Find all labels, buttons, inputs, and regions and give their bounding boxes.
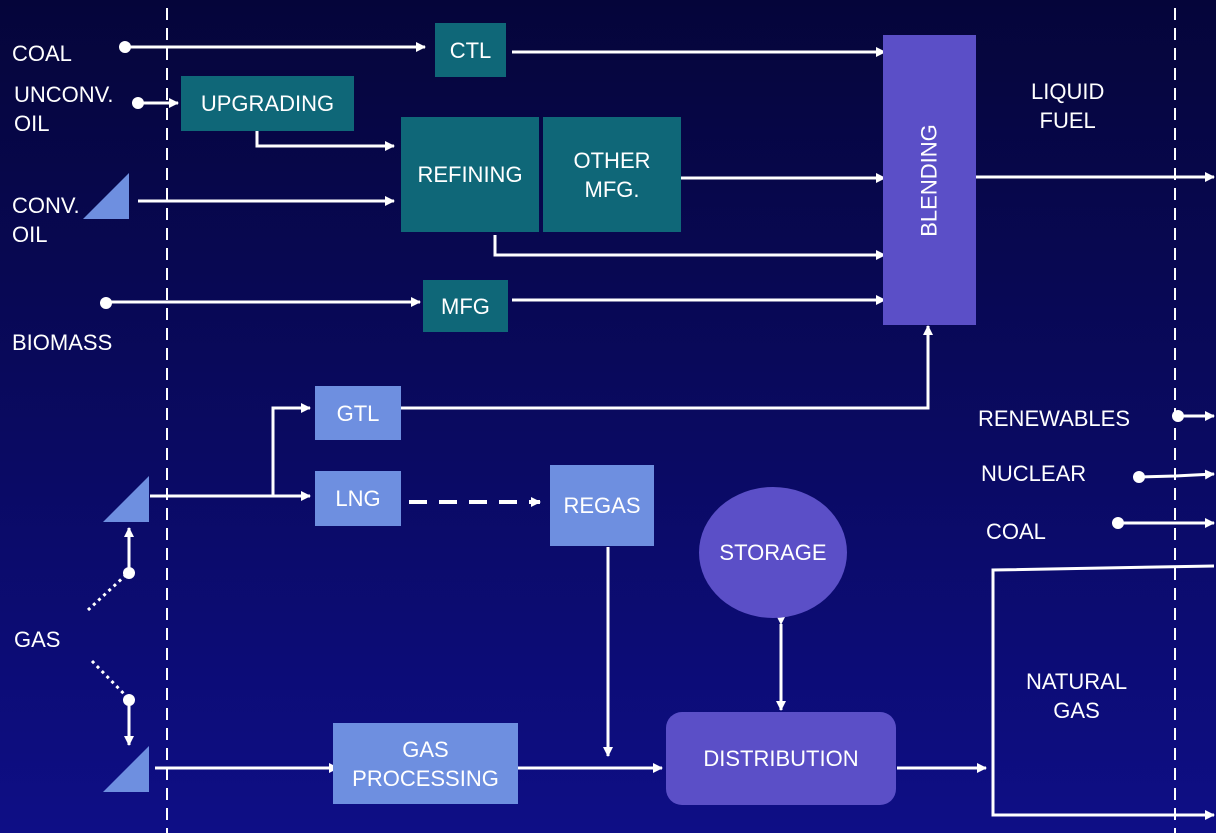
gas-source-triangle-upper xyxy=(103,476,149,522)
conv-oil-triangle xyxy=(83,173,129,219)
ctl-box: CTL xyxy=(435,23,506,77)
other-mfg-box: OTHER MFG. xyxy=(543,117,681,232)
gas-source-label: GAS xyxy=(14,627,61,652)
distribution-box: DISTRIBUTION xyxy=(666,712,896,805)
renewables-label: RENEWABLES xyxy=(978,406,1131,431)
liquid-fuel-label: LIQUID FUEL xyxy=(1031,79,1105,133)
storage-circle: STORAGE xyxy=(699,487,847,618)
coal-output-label: COAL xyxy=(986,519,1046,544)
nuclear-label: NUCLEAR xyxy=(981,461,1087,486)
regas-box: REGAS xyxy=(550,465,654,546)
biomass-label: BIOMASS xyxy=(12,330,113,355)
blending-box: BLENDING xyxy=(883,35,976,325)
natural-gas-label: NATURAL GAS xyxy=(1026,669,1128,723)
lng-box: LNG xyxy=(315,471,401,526)
gas-processing-box: GAS PROCESSING xyxy=(333,723,518,804)
coal-source-label: COAL xyxy=(12,41,72,66)
mfg-box: MFG xyxy=(423,280,508,332)
gtl-box: GTL xyxy=(315,386,401,440)
upgrading-box: UPGRADING xyxy=(181,76,354,131)
gas-source-triangle-lower xyxy=(103,746,149,792)
refining-box: REFINING xyxy=(401,117,539,232)
conv-oil-label: CONV. OIL xyxy=(12,193,80,247)
unconv-oil-label: UNCONV. OIL xyxy=(14,82,114,136)
blending-label: BLENDING xyxy=(917,123,943,237)
